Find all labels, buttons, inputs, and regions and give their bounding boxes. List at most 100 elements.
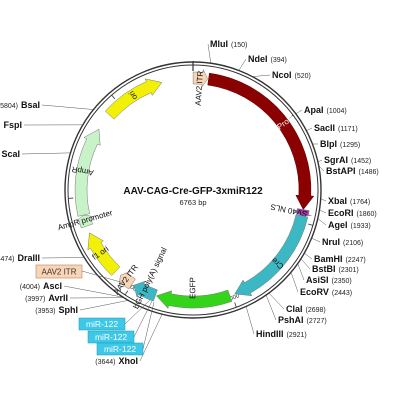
site-position: (1171) bbox=[338, 126, 358, 133]
site-ecori: EcoRI(1860) bbox=[328, 208, 377, 218]
site-name: SacII bbox=[314, 123, 335, 133]
site-xbai: XbaI(1764) bbox=[328, 196, 370, 206]
site-leader bbox=[246, 306, 254, 334]
itr-box-label: AAV2 ITR bbox=[42, 268, 77, 277]
feature-label-aav2-itr-top: AAV2 ITR bbox=[194, 70, 205, 106]
site-name: BstBI bbox=[312, 264, 336, 274]
site-scai: (5389)ScaI bbox=[0, 149, 20, 159]
site-name: NcoI bbox=[272, 70, 292, 80]
site-leader bbox=[298, 264, 304, 280]
site-position: (3953) bbox=[35, 308, 55, 315]
feature-cre bbox=[235, 214, 308, 295]
site-leader bbox=[80, 300, 128, 310]
site-leader bbox=[269, 293, 284, 309]
site-position: (4474) bbox=[0, 256, 14, 263]
site-position: (2698) bbox=[306, 307, 326, 314]
site-xhoi: (3644) XhoI bbox=[95, 356, 138, 366]
site-leader bbox=[239, 59, 246, 70]
site-name: ClaI bbox=[286, 304, 303, 314]
site-name: EcoRV bbox=[300, 287, 329, 297]
site-position: (2301) bbox=[339, 267, 359, 274]
site-bsai: (5804)BsaI bbox=[0, 100, 40, 110]
site-position: (1764) bbox=[350, 199, 370, 206]
site-name: BsaI bbox=[21, 100, 40, 110]
site-name: SphI bbox=[59, 305, 79, 315]
site-sphi: (3953) SphI bbox=[35, 305, 78, 315]
site-position: (1860) bbox=[357, 211, 377, 218]
site-position: (3644) bbox=[95, 359, 115, 366]
itr-box-bottom-left: AAV2 ITR bbox=[36, 265, 82, 278]
site-name: MluI bbox=[210, 39, 228, 49]
site-mlui: MluI(150) bbox=[210, 39, 247, 49]
site-name: NdeI bbox=[248, 54, 268, 64]
site-position: (2350) bbox=[332, 278, 352, 285]
site-leader bbox=[42, 105, 93, 110]
site-leader bbox=[318, 219, 326, 225]
site-leader bbox=[140, 314, 162, 361]
site-sacii: SacII(1171) bbox=[314, 123, 358, 133]
site-leader bbox=[252, 75, 270, 77]
site-name: AsiSI bbox=[306, 275, 329, 285]
site-asisi: AsiSI(2350) bbox=[306, 275, 352, 285]
site-name: XbaI bbox=[328, 196, 347, 206]
site-name: SgrAI bbox=[324, 155, 348, 165]
mir-box-3: miR-122 bbox=[97, 343, 143, 355]
site-leader bbox=[321, 199, 326, 201]
mir-box-3-label: miR-122 bbox=[104, 344, 136, 354]
site-position: (2921) bbox=[287, 332, 307, 339]
plasmid-name: AAV-CAG-Cre-GFP-3xmiR122 bbox=[123, 186, 263, 197]
site-position: (2727) bbox=[307, 318, 327, 325]
site-leader bbox=[301, 259, 310, 269]
site-position: (1452) bbox=[351, 158, 371, 165]
site-name: ScaI bbox=[1, 149, 20, 159]
site-name: BlpI bbox=[320, 139, 337, 149]
site-position: (394) bbox=[271, 57, 287, 64]
site-name: ApaI bbox=[304, 105, 324, 115]
site-leader bbox=[312, 238, 320, 242]
site-position: (2106) bbox=[343, 240, 363, 247]
site-asci: (4004)AscI bbox=[20, 281, 62, 291]
site-ndei: NdeI(394) bbox=[248, 54, 287, 64]
site-draiii: (4474)DraIII bbox=[0, 253, 40, 263]
site-blpi: BlpI(1295) bbox=[320, 139, 360, 149]
site-sgrai: SgrAI(1452) bbox=[324, 155, 371, 165]
site-position: (520) bbox=[295, 73, 311, 80]
site-nrui: NruI(2106) bbox=[322, 237, 363, 247]
site-name: DraIII bbox=[17, 253, 40, 263]
plasmid-size: 6763 bp bbox=[179, 198, 206, 207]
site-bamhi: BamHI(2247) bbox=[314, 254, 366, 264]
site-position: (2443) bbox=[332, 290, 352, 297]
mir-box-2-label: miR-122 bbox=[95, 332, 127, 342]
site-name: NruI bbox=[322, 237, 340, 247]
site-bstbi: BstBI(2301) bbox=[312, 264, 359, 274]
site-position: (3997) bbox=[25, 296, 45, 303]
site-position: (1486) bbox=[359, 169, 379, 176]
mir-box-1: miR-122 bbox=[79, 318, 125, 330]
site-ncoi: NcoI(520) bbox=[272, 70, 311, 80]
tick-mark bbox=[308, 224, 313, 225]
site-bstapi: BstAPI(1486) bbox=[326, 166, 379, 176]
feature-label-egfp: EGFP bbox=[188, 277, 197, 299]
site-position: (2247) bbox=[346, 257, 366, 264]
site-ecorv: EcoRV(2443) bbox=[300, 287, 352, 297]
site-name: XhoI bbox=[119, 356, 139, 366]
tick-mark bbox=[125, 291, 128, 295]
tick-mark bbox=[235, 303, 237, 308]
site-name: AgeI bbox=[328, 220, 348, 230]
site-pshai: PshAI(2727) bbox=[278, 315, 327, 325]
site-leader bbox=[319, 210, 326, 213]
tick-mark bbox=[112, 95, 115, 99]
feature-label-ampr: AmpR bbox=[71, 165, 95, 178]
site-leader bbox=[304, 253, 312, 259]
site-name: PshAI bbox=[278, 315, 304, 325]
site-name: BstAPI bbox=[326, 166, 356, 176]
mir-box-2: miR-122 bbox=[88, 331, 134, 343]
site-avrii: (3997)AvrII bbox=[25, 293, 68, 303]
site-name: AvrII bbox=[48, 293, 68, 303]
site-hindiii: HindIII(2921) bbox=[256, 329, 307, 339]
site-leader bbox=[291, 272, 298, 292]
site-name: FspI bbox=[3, 120, 22, 130]
site-fspi: (5647)FspI bbox=[0, 120, 22, 130]
